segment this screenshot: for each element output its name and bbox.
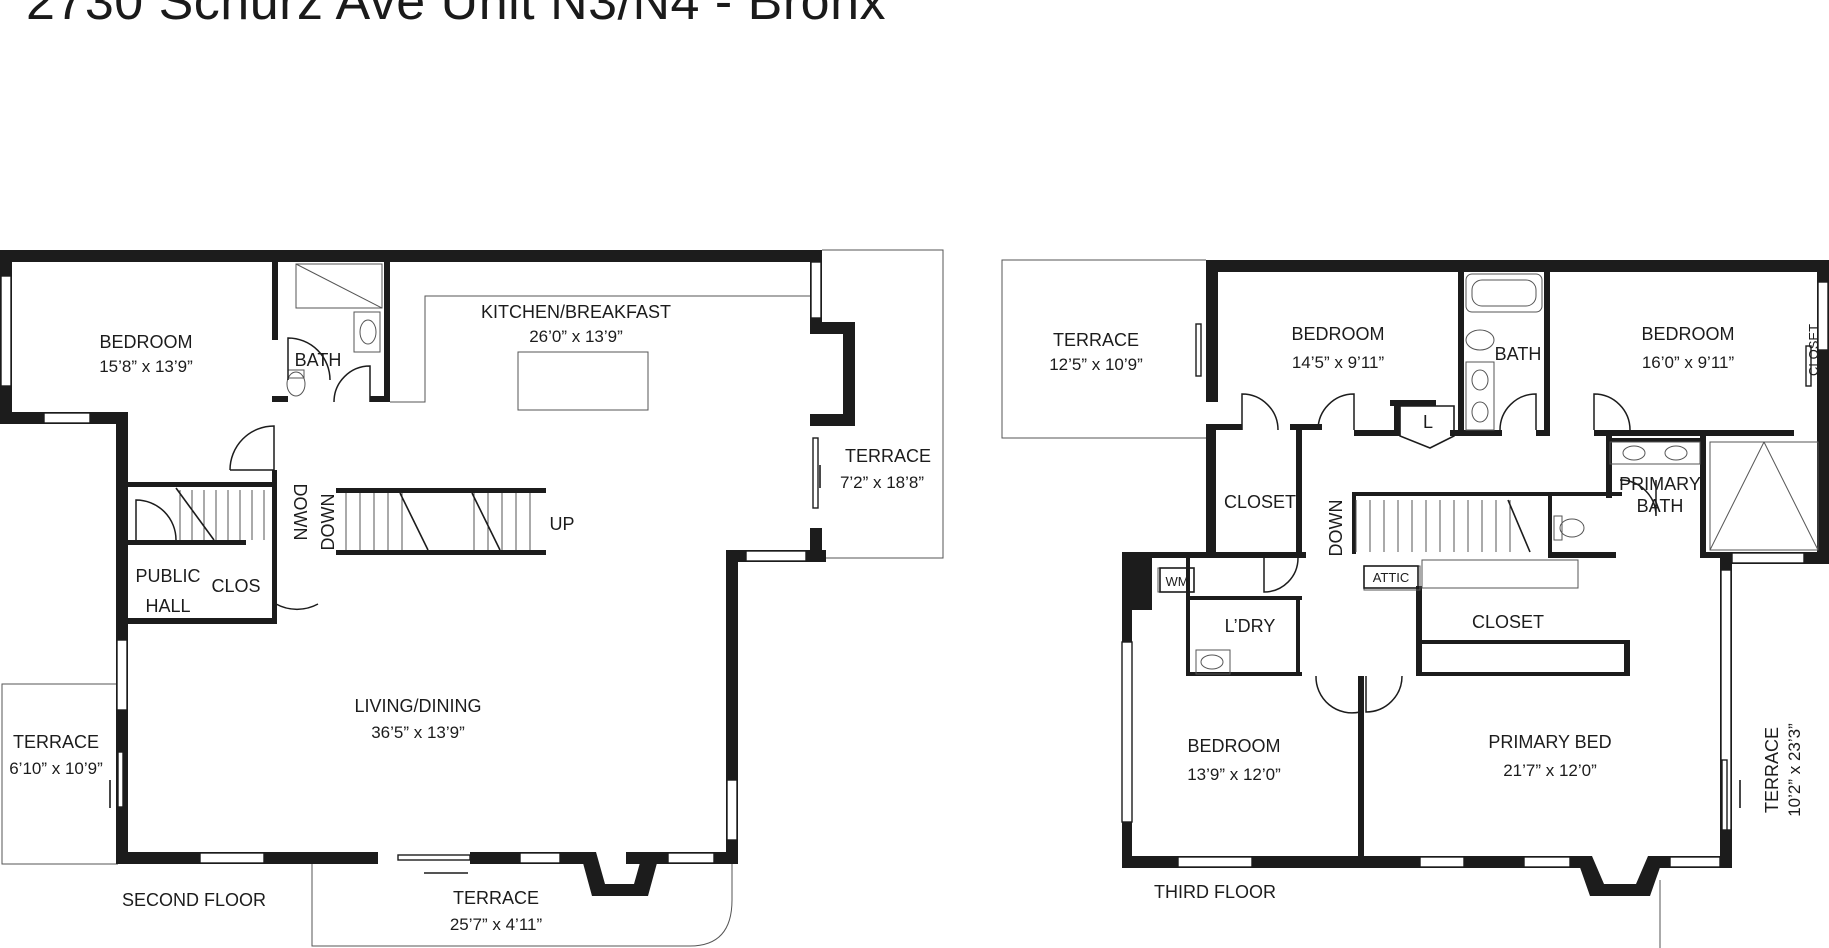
linen-closet	[1399, 405, 1455, 449]
third-floor-label: THIRD FLOOR	[1154, 882, 1276, 902]
terrace-south-outline	[311, 862, 733, 947]
wm-label: WM	[1165, 574, 1188, 589]
terrace-east-outline	[822, 249, 944, 559]
stair-down-label-2: DOWN	[318, 494, 338, 551]
kitchen-counter	[390, 295, 810, 403]
third-floor-plan: TERRACE 12’5” x 10’9” BEDROOM 14’5” x 9’…	[1001, 259, 1829, 948]
closet-b-label: CLOSET	[1472, 612, 1544, 632]
terrace-east-dims: 7’2” x 18’8”	[840, 473, 924, 492]
wm-box	[1159, 567, 1195, 593]
attic-label: ATTIC	[1373, 570, 1410, 585]
closet-a-label: CLOSET	[1224, 492, 1296, 512]
bedroom-b-dims: 16’0” x 9’11”	[1642, 353, 1735, 372]
second-floor-label: SECOND FLOOR	[122, 890, 266, 910]
terrace-nw-outline	[1001, 259, 1206, 439]
closet-edge-label: CLOSET	[1806, 324, 1821, 376]
third-floor-doors	[1241, 393, 1657, 714]
second-floor-doors	[135, 337, 371, 611]
second-floor-windows	[0, 261, 822, 864]
bedroom-a-label: BEDROOM	[1291, 324, 1384, 344]
bedroom-c-label: BEDROOM	[1187, 736, 1280, 756]
third-floor-bath-fixtures	[1157, 273, 1819, 675]
primary-bath-label-2: BATH	[1637, 496, 1684, 516]
stair-down-label-third: DOWN	[1326, 500, 1346, 557]
kitchen-label: KITCHEN/BREAKFAST	[481, 302, 671, 322]
bedroom-c-dims: 13’9” x 12’0”	[1187, 765, 1281, 784]
bedroom-dims: 15’8” x 13’9”	[99, 357, 193, 376]
terrace-nw-dims: 12’5” x 10’9”	[1049, 355, 1143, 374]
primary-bed-dims: 21’7” x 12’0”	[1503, 761, 1597, 780]
second-floor-stairs	[175, 487, 531, 551]
terrace-nw-label: TERRACE	[1053, 330, 1139, 350]
bath-label: BATH	[295, 350, 342, 370]
terrace-west-outline	[1, 683, 118, 865]
kitchen-dims: 26’0” x 13’9”	[529, 327, 623, 346]
terrace-south-label: TERRACE	[453, 888, 539, 908]
terrace-east-dims-third: 10’2” x 23’3”	[1785, 723, 1804, 817]
bedroom-a-dims: 14’5” x 9’11”	[1292, 353, 1385, 372]
stair-up-label: UP	[549, 514, 574, 534]
third-floor-windows	[1121, 281, 1829, 868]
public-hall-label-2: HALL	[145, 596, 190, 616]
bedroom-b-label: BEDROOM	[1641, 324, 1734, 344]
kitchen-island	[517, 351, 649, 411]
living-dims: 36’5” x 13’9”	[371, 723, 465, 742]
attic-box	[1363, 565, 1419, 589]
public-hall-label-1: PUBLIC	[135, 566, 200, 586]
second-floor-plan: BEDROOM 15’8” x 13’9” BATH KITCHEN/BREAK…	[0, 249, 944, 947]
living-label: LIVING/DINING	[354, 696, 481, 716]
terrace-west-label: TERRACE	[13, 732, 99, 752]
bedroom-label: BEDROOM	[99, 332, 192, 352]
terrace-east-label: TERRACE	[845, 446, 931, 466]
terrace-west-dims: 6’10” x 10’9”	[9, 759, 103, 778]
bath-label-third: BATH	[1495, 344, 1542, 364]
terrace-south-dims: 25’7” x 4’11”	[450, 915, 543, 934]
third-floor-stairs	[1355, 499, 1531, 553]
second-floor-bath-fixtures	[286, 263, 383, 397]
primary-bed-label: PRIMARY BED	[1488, 732, 1611, 752]
primary-bath-label-1: PRIMARY	[1619, 474, 1701, 494]
second-floor-sliders	[109, 437, 821, 874]
page-title: 2730 Schurz Ave Unit N3/N4 - Bronx	[26, 0, 887, 31]
clos-label: CLOS	[211, 576, 260, 596]
laundry-label: L’DRY	[1225, 616, 1276, 636]
stair-down-label-1: DOWN	[290, 484, 310, 541]
linen-label: L	[1423, 412, 1433, 432]
terrace-east-label-third: TERRACE	[1762, 727, 1782, 813]
third-floor-sliders	[1195, 323, 1812, 831]
